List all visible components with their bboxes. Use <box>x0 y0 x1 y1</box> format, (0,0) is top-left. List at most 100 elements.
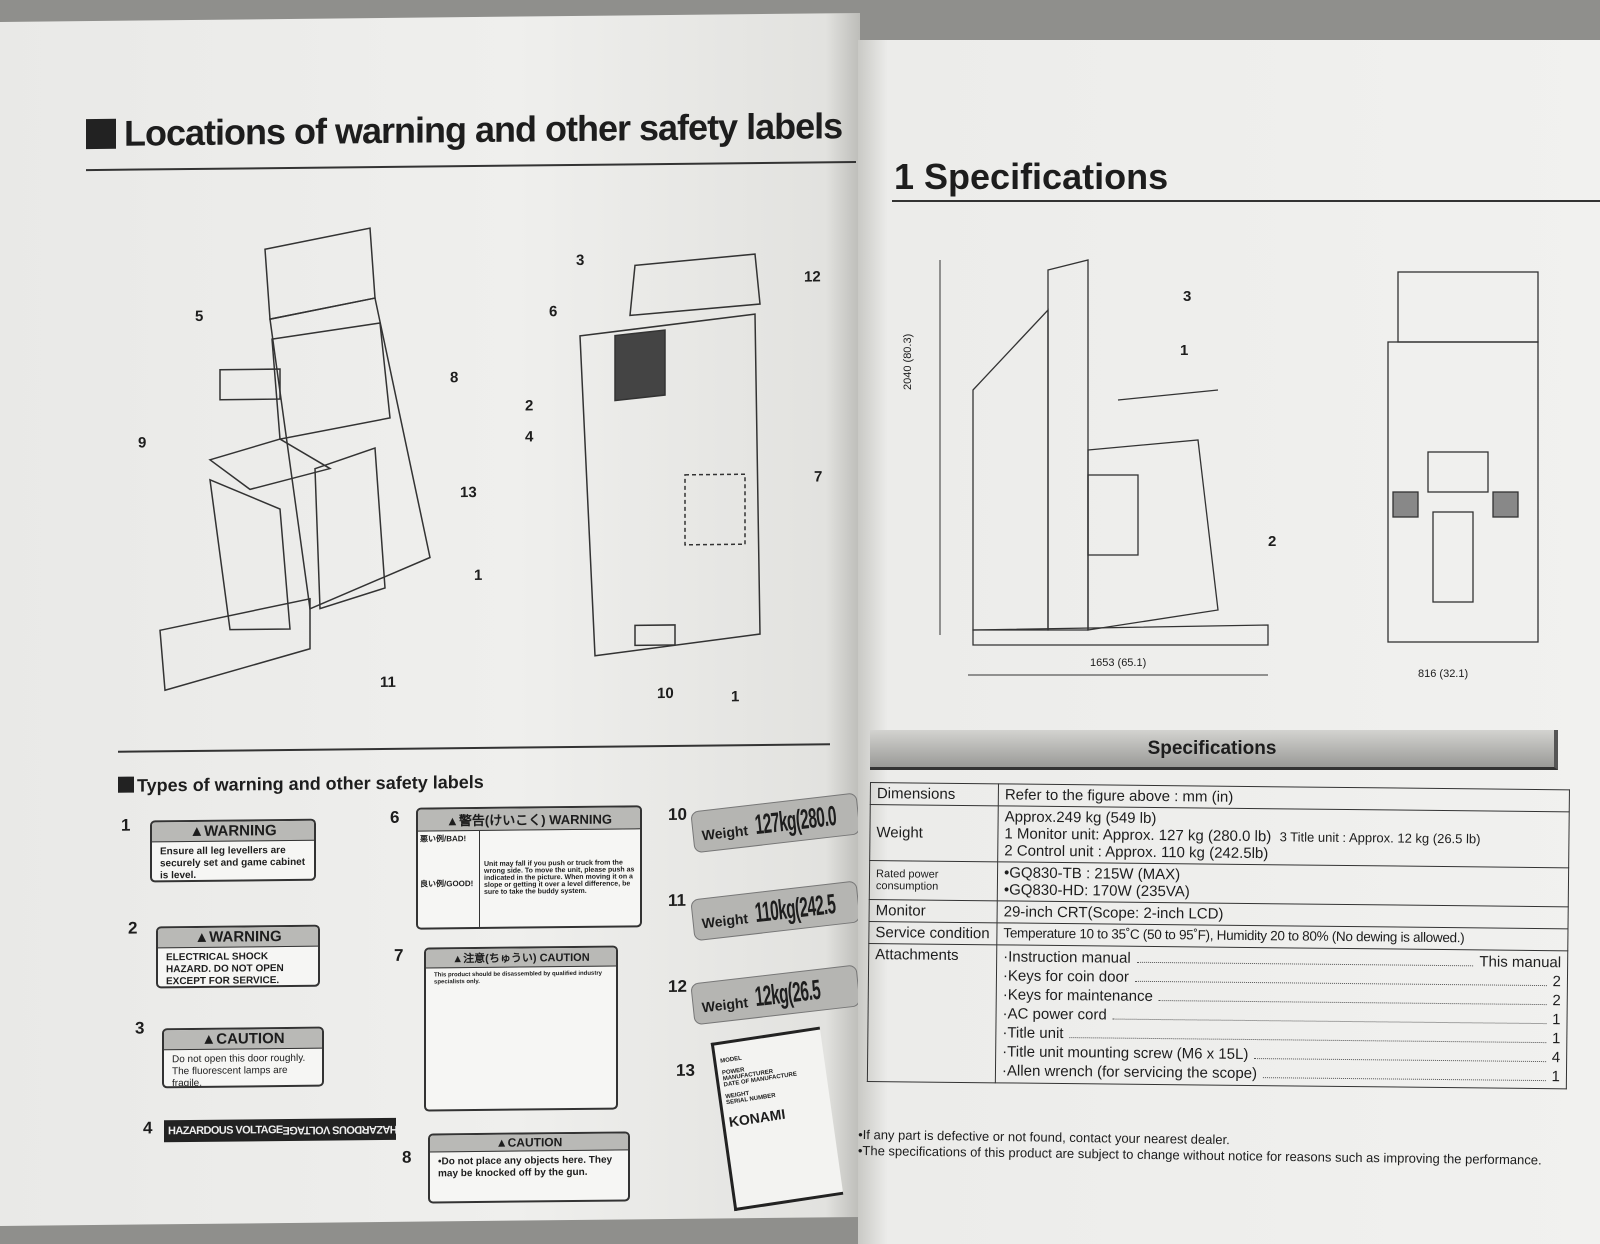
row-key: Rated power consumption <box>869 860 998 901</box>
callout-7: 7 <box>814 468 823 486</box>
callout-6: 6 <box>549 303 558 321</box>
label-num: 1 <box>121 815 131 835</box>
row-key: Attachments <box>867 943 997 1083</box>
callout-9: 9 <box>138 434 147 452</box>
label-8-caution: ▲CAUTION•Do not place any objects here. … <box>428 1131 630 1204</box>
callout-11: 11 <box>380 673 396 692</box>
weight-value: 110kg(242.5 <box>753 888 837 929</box>
attachment-name: ·Keys for coin door <box>1002 967 1129 986</box>
label-mirror-text: HAZARDOUS VOLTAGE <box>282 1122 398 1137</box>
attachment-qty: 2 <box>1552 973 1562 991</box>
section-rule <box>118 743 830 753</box>
callout-8: 8 <box>450 369 459 387</box>
attachment-qty: 1 <box>1551 1068 1561 1086</box>
label-num: 12 <box>668 976 687 997</box>
attachment-name: ·Instruction manual <box>1003 948 1131 967</box>
label-num: 3 <box>135 1018 145 1038</box>
callout-1: 1 <box>474 566 483 585</box>
good-example: 良い例/GOOD! <box>420 879 474 889</box>
callout-1: 1 <box>1180 342 1189 359</box>
callout-13: 13 <box>460 484 477 502</box>
attachment-qty: 2 <box>1552 992 1561 1010</box>
label-body: This product should be disassembled by q… <box>434 970 603 986</box>
row-key: Weight <box>869 804 999 862</box>
callout-4: 4 <box>525 428 534 446</box>
leader-dots <box>1136 948 1474 967</box>
callout-2: 2 <box>525 397 534 415</box>
label-num: 10 <box>668 804 687 825</box>
cabinet-rear-figure <box>579 253 761 657</box>
row-key: Monitor <box>869 899 998 923</box>
label-num: 13 <box>676 1060 695 1080</box>
row-key: Dimensions <box>870 782 999 806</box>
callout-12: 12 <box>804 268 821 286</box>
section-subtitle: Types of warning and other safety labels <box>118 772 484 797</box>
weight-title: 3 Title unit : Approx. 12 kg (26.5 lb) <box>1279 829 1481 847</box>
label-num: 11 <box>668 890 686 911</box>
left-page: Locations of warning and other safety la… <box>0 12 861 1226</box>
label-num: 7 <box>394 945 404 965</box>
height-dimension: 2040 (80.3) <box>902 333 914 390</box>
callout-10: 10 <box>657 684 674 703</box>
attachment-name: ·Title unit <box>1002 1024 1064 1043</box>
row-value: •GQ830-TB : 215W (MAX)•GQ830-HD: 170W (2… <box>997 861 1569 907</box>
label-body: Ensure all leg levellers are securely se… <box>160 845 306 882</box>
label-num: 2 <box>128 918 138 938</box>
attachment-name: ·Title unit mounting screw (M6 x 15L) <box>1002 1043 1249 1063</box>
title-rule <box>892 200 1600 202</box>
label-header: CAUTION <box>507 1135 563 1150</box>
heading-square-icon <box>118 776 134 793</box>
attachment-qty: 1 <box>1552 1011 1561 1029</box>
front-view-figure <box>1387 271 1539 643</box>
leader-dots <box>1254 1045 1546 1063</box>
page-title: Locations of warning and other safety la… <box>86 105 842 155</box>
title-rule <box>86 161 856 172</box>
attachments-list: ·Instruction manual This manual ·Keys for … <box>995 944 1568 1089</box>
label-num: 4 <box>143 1118 153 1138</box>
leader-dots <box>1134 967 1547 987</box>
weight-word: Weight <box>700 994 749 1016</box>
table-row: Attachments ·Instruction manual This manua… <box>867 943 1568 1089</box>
bad-figure-icon <box>420 844 477 879</box>
attachment-qty: 1 <box>1551 1030 1561 1048</box>
attachment-name: ·Keys for maintenance <box>1002 986 1153 1005</box>
bad-example: 悪い例/BAD! <box>420 834 467 844</box>
row-key: Service condition <box>868 921 998 945</box>
notes: •If any part is defective or not found, … <box>858 1127 1578 1169</box>
label-header: WARNING <box>204 822 277 840</box>
title-text: Locations of warning and other safety la… <box>124 105 843 154</box>
weight-value: 12kg(26.5 <box>753 973 822 1013</box>
leader-dots <box>1158 987 1547 1006</box>
label-header: WARNING <box>209 928 282 946</box>
depth-dimension: 1653 (65.1) <box>1090 657 1147 669</box>
label-body: Unit may fall if you push or truck from … <box>484 859 635 896</box>
row-value: Approx.249 kg (549 lb)1 Monitor unit: Ap… <box>997 805 1570 868</box>
weight-value: 127kg(280.0 <box>753 799 838 841</box>
page-title: 1 Specifications <box>894 156 1169 197</box>
weight-word: Weight <box>700 822 749 844</box>
callout-2: 2 <box>1268 533 1277 550</box>
label-body: •Do not place any objects here. They may… <box>438 1154 613 1180</box>
label-num: 8 <box>402 1147 412 1167</box>
label-body: ELECTRICAL SHOCK HAZARD. DO NOT OPEN EXC… <box>166 951 284 988</box>
label-body: Do not open this door roughly. The fluor… <box>172 1052 306 1089</box>
label-13-nameplate: MODEL POWER MANUFACTURER DATE OF MANUFAC… <box>710 1026 844 1212</box>
side-view-figure <box>939 259 1269 676</box>
spec-table-title: Specifications <box>870 730 1558 770</box>
attachment-qty: This manual <box>1479 953 1562 972</box>
attachment-qty: 4 <box>1551 1049 1561 1067</box>
label-6-warning: ▲警告(けいこく) WARNING 悪い例/BAD!良い例/GOOD! Unit… <box>416 805 642 930</box>
label-num: 6 <box>390 807 400 827</box>
label-header: CAUTION <box>216 1030 285 1048</box>
konami-logo: KONAMI <box>727 1105 787 1130</box>
